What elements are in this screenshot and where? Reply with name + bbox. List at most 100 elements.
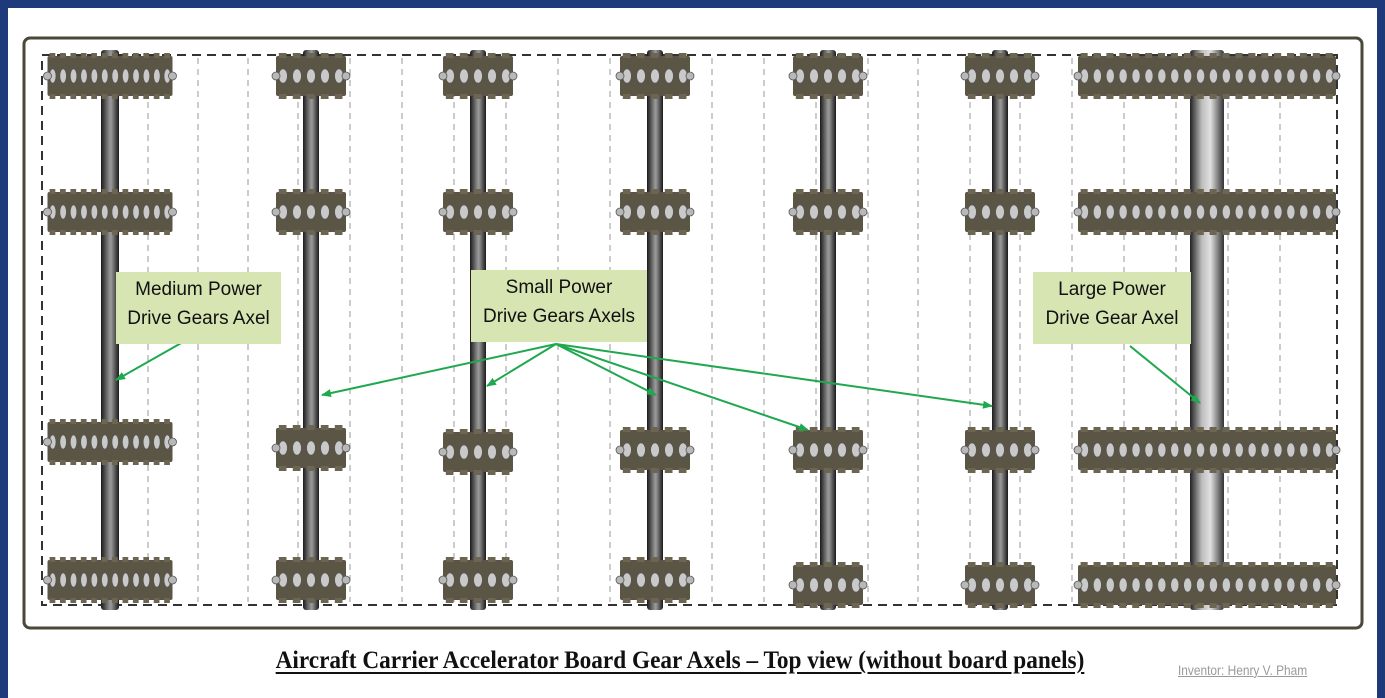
gear-tooth-bottom: [1196, 468, 1204, 473]
gear-tooth-top: [1145, 53, 1153, 58]
gear-end-nub: [168, 207, 177, 217]
gear-tooth: [132, 434, 140, 450]
gear-end-nub: [1073, 71, 1083, 81]
gear-tooth-top: [445, 557, 454, 562]
gear-tooth-bottom: [1286, 230, 1295, 235]
gear-tooth: [473, 444, 483, 460]
gear-tooth-bottom: [1132, 230, 1140, 235]
gear-tooth-top: [1183, 189, 1191, 194]
gear-tooth-top: [278, 189, 287, 194]
gear-tooth: [1247, 442, 1257, 458]
gear-tooth: [837, 442, 847, 458]
gear-tooth-bottom: [851, 468, 860, 473]
gear-tooth-bottom: [1325, 603, 1333, 608]
gear-end-nub: [508, 447, 518, 457]
axle-shaft: [1190, 50, 1224, 610]
gear-tooth-bottom: [1312, 603, 1320, 608]
gear-tooth-bottom: [153, 460, 160, 465]
gear-tooth-top: [1286, 427, 1295, 432]
gear-tooth-bottom: [132, 460, 139, 465]
small-arrow-2: [486, 343, 557, 387]
gear-tooth-bottom: [60, 94, 66, 99]
gear-tooth: [80, 204, 88, 220]
gear-tooth-top: [678, 189, 687, 194]
gear-tooth: [636, 442, 646, 458]
gear-tooth: [1105, 68, 1115, 84]
gear-tooth: [80, 572, 88, 588]
gear-tooth-top: [70, 53, 77, 58]
gear-tooth-bottom: [1261, 94, 1269, 99]
gear-tooth-top: [1286, 189, 1295, 194]
gear-tooth-top: [278, 425, 287, 430]
gear-tooth-top: [320, 557, 329, 562]
gear-body: [47, 422, 173, 462]
gear-tooth-bottom: [1312, 468, 1320, 473]
gear-tooth: [636, 68, 646, 84]
gear-tooth-top: [1106, 53, 1114, 58]
gear-tooth-top: [1196, 189, 1204, 194]
small-label-line2: Drive Gears Axels: [482, 306, 636, 327]
gear-end-nub: [508, 575, 518, 585]
gear-tooth-bottom: [650, 468, 659, 473]
gear-tooth: [153, 68, 161, 84]
gear-tooth-bottom: [112, 460, 118, 465]
gear-tooth: [80, 434, 88, 450]
gear-end-nub: [438, 71, 448, 81]
gear-tooth-top: [473, 53, 482, 58]
small-arrow-4: [555, 343, 809, 431]
gear-tooth-bottom: [636, 94, 645, 99]
small-axel-1-gear-3: [271, 425, 351, 471]
gear-tooth: [142, 68, 151, 84]
gear-tooth-bottom: [122, 94, 129, 99]
gear-tooth-top: [1248, 427, 1256, 432]
gear-tooth-top: [1235, 562, 1243, 567]
gear-tooth-bottom: [1183, 603, 1191, 608]
gear-tooth-top: [1248, 53, 1256, 58]
gear-tooth-bottom: [1274, 468, 1282, 473]
gear-tooth: [1157, 442, 1167, 458]
gear-tooth-top: [809, 53, 818, 58]
gear-tooth-bottom: [664, 598, 673, 603]
gear-tooth-bottom: [1312, 94, 1320, 99]
gear-tooth-top: [1209, 562, 1217, 567]
medium-axel: [43, 50, 177, 610]
gear-tooth-bottom: [1023, 94, 1032, 99]
gear-tooth-top: [650, 189, 659, 194]
gear-tooth: [1009, 68, 1019, 84]
gear-tooth-bottom: [1080, 230, 1088, 235]
gear-tooth: [1118, 204, 1128, 220]
gear-tooth-top: [622, 53, 631, 58]
gear-tooth-bottom: [1145, 230, 1153, 235]
gear-end-nub: [438, 207, 448, 217]
gear-tooth-bottom: [278, 466, 287, 471]
gear-tooth-top: [501, 189, 510, 194]
gear-tooth: [650, 572, 660, 588]
gear-tooth: [111, 204, 119, 220]
gear-tooth-bottom: [1248, 94, 1256, 99]
axle-shaft: [647, 50, 663, 610]
gear-tooth-bottom: [122, 230, 129, 235]
gear-tooth: [1208, 204, 1218, 220]
gear-tooth-top: [981, 562, 990, 567]
large-axel-gear-2: [1073, 189, 1341, 235]
gear-tooth: [459, 68, 469, 84]
gear-end-nub: [43, 575, 52, 585]
gear-tooth: [981, 442, 991, 458]
gear-tooth: [1221, 204, 1231, 220]
gear-end-nub: [43, 437, 52, 447]
gear-tooth-bottom: [164, 230, 170, 235]
gear-tooth: [1286, 442, 1296, 458]
gear-tooth: [636, 572, 646, 588]
gear-tooth-top: [91, 419, 97, 424]
gear-tooth-bottom: [664, 94, 673, 99]
gear-tooth-top: [501, 557, 510, 562]
gear-tooth-top: [1157, 53, 1166, 58]
gear-tooth: [837, 204, 847, 220]
gear-tooth-bottom: [320, 598, 329, 603]
gear-tooth-bottom: [1145, 468, 1153, 473]
gear-tooth-top: [1325, 189, 1333, 194]
gear-tooth: [320, 68, 330, 84]
gear-tooth-bottom: [1261, 230, 1269, 235]
gear-tooth-top: [70, 189, 77, 194]
small-axel-4-gear-2: [788, 189, 868, 235]
